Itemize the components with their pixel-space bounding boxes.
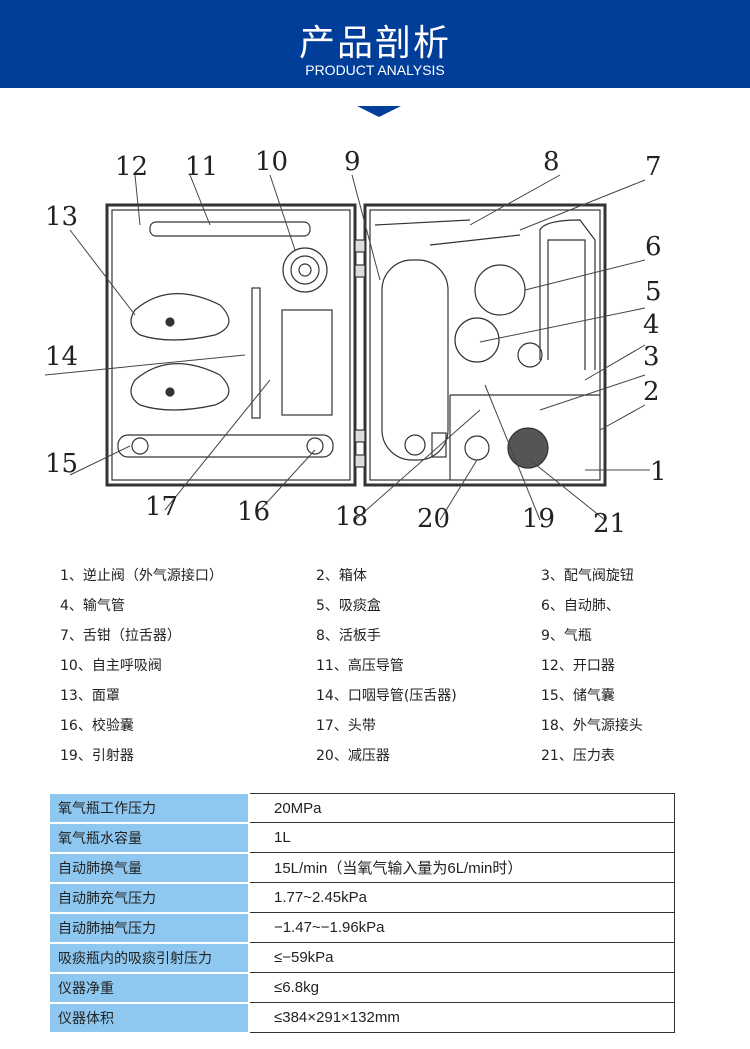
suction-box	[281, 309, 333, 416]
legend-item: 3、配气阀旋钮	[541, 568, 634, 584]
callout-11: 11	[185, 152, 218, 182]
legend-item: 13、面罩	[60, 688, 120, 704]
mask-2	[130, 363, 230, 411]
spec-value: ≤384×291×132mm	[248, 1002, 675, 1033]
callout-1: 1	[650, 457, 667, 487]
spec-value: 15L/min（当氧气输入量为6L/min时）	[248, 852, 675, 883]
callout-21: 21	[593, 509, 626, 539]
legend-item: 21、压力表	[541, 748, 615, 764]
callout-4: 4	[643, 310, 660, 340]
callout-8: 8	[543, 147, 560, 177]
callout-19: 19	[522, 504, 555, 534]
spec-label: 自动肺换气量	[50, 852, 249, 884]
callout-12: 12	[115, 152, 148, 182]
legend-item: 4、输气管	[60, 598, 125, 614]
legend-item: 9、气瓶	[541, 628, 592, 644]
spec-label: 仪器体积	[50, 1002, 249, 1034]
legend-item: 20、减压器	[316, 748, 390, 764]
spec-label: 吸痰瓶内的吸痰引射压力	[50, 942, 249, 974]
callout-15: 15	[45, 449, 78, 479]
spec-value: 20MPa	[248, 793, 675, 823]
callout-17: 17	[145, 492, 178, 522]
case-left	[105, 203, 357, 487]
spec-value: 1.77~2.45kPa	[248, 882, 675, 913]
legend-item: 5、吸痰盒	[316, 598, 381, 614]
legend-item: 16、校验囊	[60, 718, 134, 734]
spec-label: 仪器净重	[50, 972, 249, 1004]
mask-1	[130, 293, 230, 341]
callout-7: 7	[645, 152, 662, 182]
section-subtitle: PRODUCT ANALYSIS	[305, 62, 445, 78]
spec-label: 氧气瓶水容量	[50, 822, 249, 854]
legend-item: 11、高压导管	[316, 658, 404, 674]
reservoir-bag	[117, 434, 334, 458]
spec-label: 氧气瓶工作压力	[50, 793, 249, 824]
table-row: 仪器净重≤6.8kg	[50, 972, 675, 1004]
table-row: 自动肺抽气压力−1.47~−1.96kPa	[50, 912, 675, 944]
table-row: 吸痰瓶内的吸痰引射压力≤−59kPa	[50, 942, 675, 974]
callout-18: 18	[335, 502, 368, 532]
section-title: 产品剖析	[298, 23, 451, 64]
legend-item: 8、活板手	[316, 628, 381, 644]
table-row: 仪器体积≤384×291×132mm	[50, 1002, 675, 1034]
callout-10: 10	[255, 147, 288, 177]
legend-item: 12、开口器	[541, 658, 615, 674]
spec-value: ≤6.8kg	[248, 972, 675, 1003]
section-header: 产品剖析 PRODUCT ANALYSIS	[0, 0, 750, 88]
case-right	[363, 203, 607, 487]
legend-item: 7、舌钳（拉舌器）	[60, 628, 181, 644]
down-arrow-icon	[357, 106, 401, 117]
callout-6: 6	[645, 232, 662, 262]
legend-item: 15、储气囊	[541, 688, 615, 704]
spec-label: 自动肺抽气压力	[50, 912, 249, 944]
legend-item: 19、引射器	[60, 748, 134, 764]
callout-2: 2	[643, 377, 660, 407]
spec-value: −1.47~−1.96kPa	[248, 912, 675, 943]
callout-3: 3	[643, 342, 660, 372]
legend-item: 1、逆止阀（外气源接口）	[60, 568, 223, 584]
callout-20: 20	[417, 504, 450, 534]
high-pressure-tube	[149, 221, 311, 237]
legend-item: 2、箱体	[316, 568, 367, 584]
callout-5: 5	[645, 277, 662, 307]
callout-13: 13	[45, 202, 78, 232]
spec-label: 自动肺充气压力	[50, 882, 249, 914]
spec-value: ≤−59kPa	[248, 942, 675, 973]
callout-16: 16	[237, 497, 270, 527]
spec-value: 1L	[248, 822, 675, 853]
legend-item: 10、自主呼吸阀	[60, 658, 162, 674]
oxygen-cylinder	[381, 259, 449, 461]
legend-item: 6、自动肺、	[541, 598, 620, 614]
legend-item: 17、头带	[316, 718, 376, 734]
case-left-inner	[111, 209, 351, 481]
legend-item: 18、外气源接头	[541, 718, 643, 734]
callout-14: 14	[45, 342, 78, 372]
legend-item: 14、口咽导管(压舌器)	[316, 688, 457, 704]
product-diagram: 1 2 3 4 5 6 7 8 9 10 11 12 13 14 15 16 1…	[44, 147, 667, 539]
callout-9: 9	[344, 147, 361, 177]
